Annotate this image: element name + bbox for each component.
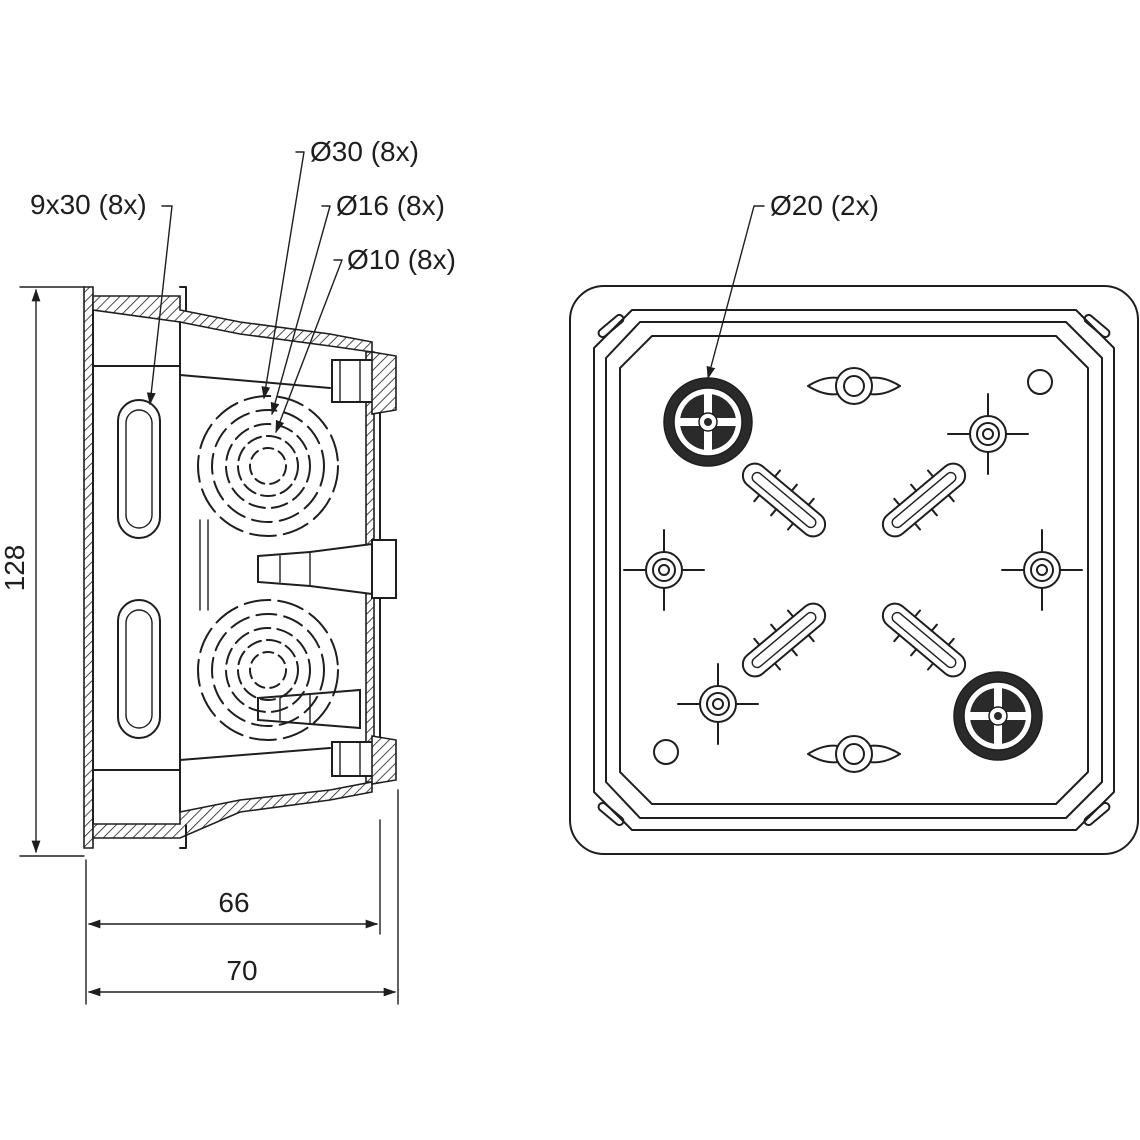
- diagonal-slots: [741, 462, 967, 678]
- lower-wall-section: [92, 781, 373, 839]
- front-flange: [83, 286, 94, 849]
- corner-slots: [597, 313, 1111, 827]
- inner-struts: [199, 519, 209, 611]
- knockout-10-callout: Ø10 (8x): [347, 244, 456, 275]
- bottom-tab: [179, 824, 187, 849]
- outer-frame: [569, 285, 1139, 855]
- dimension-lines: [19, 286, 399, 1005]
- side-callout-leaders: [146, 151, 343, 434]
- frame-ring-1: [593, 309, 1115, 831]
- hole-bottom-left: [653, 739, 679, 765]
- rear-lugs: [331, 351, 397, 785]
- butterfly-mount-top: [807, 367, 901, 405]
- cross-bosses: [623, 393, 1083, 745]
- frame-ring-2: [605, 321, 1103, 819]
- knockout-group-lower: [197, 599, 339, 741]
- slot-callout: 9x30 (8x): [30, 189, 147, 220]
- upper-wall-section: [92, 295, 373, 353]
- knockout-group-upper: [197, 395, 339, 537]
- entry-20-callout: Ø20 (2x): [770, 190, 879, 221]
- inner-depth-dimension: 66: [218, 887, 249, 918]
- butterfly-mount-bottom: [807, 735, 901, 773]
- side-view: 9x30 (8x) Ø30 (8x) Ø16 (8x) Ø10 (8x) 128…: [0, 136, 456, 1005]
- knockout-30-callout: Ø30 (8x): [310, 136, 419, 167]
- slot-knockouts: [117, 399, 161, 739]
- frame-ring-3: [619, 335, 1089, 805]
- hole-top-right: [1027, 369, 1053, 395]
- outer-depth-dimension: 70: [226, 955, 257, 986]
- cable-entry-bottom-right: [953, 671, 1043, 761]
- cable-entry-top-left: [663, 377, 753, 467]
- top-view: Ø20 (2x): [569, 190, 1139, 855]
- entry-callout-leader: [706, 205, 765, 380]
- height-dimension: 128: [0, 545, 30, 592]
- knockout-16-callout: Ø16 (8x): [336, 190, 445, 221]
- top-tab: [179, 286, 187, 311]
